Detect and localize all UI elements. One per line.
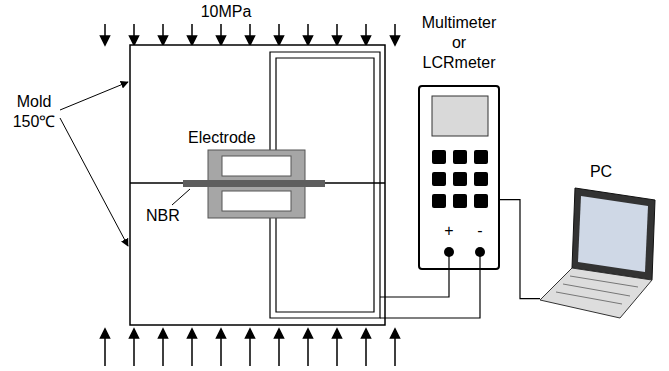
terminal-sign: - <box>477 221 482 241</box>
nbr-sheet <box>183 180 325 187</box>
pressure-arrows <box>101 24 400 366</box>
terminal <box>444 247 454 257</box>
pressure-arrow <box>159 329 168 366</box>
device-heading: Multimeter or LCRmeter <box>422 13 497 73</box>
electrode-cavity <box>222 191 291 211</box>
pressure-arrow <box>333 24 342 45</box>
meter-box: Multimeter or LCRmeter <box>418 85 500 270</box>
leader-line <box>60 118 128 246</box>
pressure-value: 10MPa <box>201 2 252 22</box>
electrode-cavity <box>222 156 291 176</box>
meter-button <box>474 150 488 164</box>
pressure-arrow <box>217 329 226 366</box>
pressure-arrow <box>275 329 284 366</box>
electrode-label: Electrode <box>188 128 256 148</box>
pressure-arrow <box>275 24 284 45</box>
pressure-arrow <box>246 329 255 366</box>
pressure-arrow <box>188 24 197 45</box>
pressure-arrow <box>362 329 371 366</box>
leader-line <box>172 189 190 205</box>
pressure-arrow <box>362 24 371 45</box>
pressure-arrow <box>333 329 342 366</box>
meter-button <box>453 194 467 208</box>
pressure-arrow <box>217 24 226 45</box>
terminal <box>475 247 485 257</box>
pressure-arrow <box>188 329 197 366</box>
wire <box>380 252 480 318</box>
meter-button <box>432 194 446 208</box>
pressure-arrow <box>391 24 400 45</box>
mold-outline <box>130 45 385 325</box>
wire <box>380 252 449 297</box>
laptop-screen-frame <box>572 188 655 280</box>
pressure-arrow <box>101 329 110 366</box>
meter-button <box>453 172 467 186</box>
nbr-label: NBR <box>146 206 180 226</box>
meter-button <box>474 194 488 208</box>
leader-line <box>60 82 128 110</box>
meter-button <box>453 150 467 164</box>
pressure-arrow <box>130 24 139 45</box>
pressure-arrow <box>391 329 400 366</box>
cable <box>500 200 540 299</box>
laptop-keys <box>556 276 638 304</box>
pressure-arrow <box>159 24 168 45</box>
mold-label: Mold 150℃ <box>13 92 56 132</box>
terminal-sign: + <box>444 221 453 241</box>
meter-display <box>432 96 488 136</box>
laptop-pc: PC <box>540 186 662 320</box>
device-heading: PC <box>590 162 612 182</box>
laptop-base <box>540 268 652 318</box>
pressure-arrow <box>304 329 313 366</box>
pressure-arrow <box>304 24 313 45</box>
meter-button <box>432 150 446 164</box>
laptop-display <box>578 196 648 272</box>
pressure-arrow <box>101 24 110 45</box>
pressure-arrow <box>246 24 255 45</box>
pressure-arrow <box>130 329 139 366</box>
meter-button <box>474 172 488 186</box>
meter-button <box>432 172 446 186</box>
